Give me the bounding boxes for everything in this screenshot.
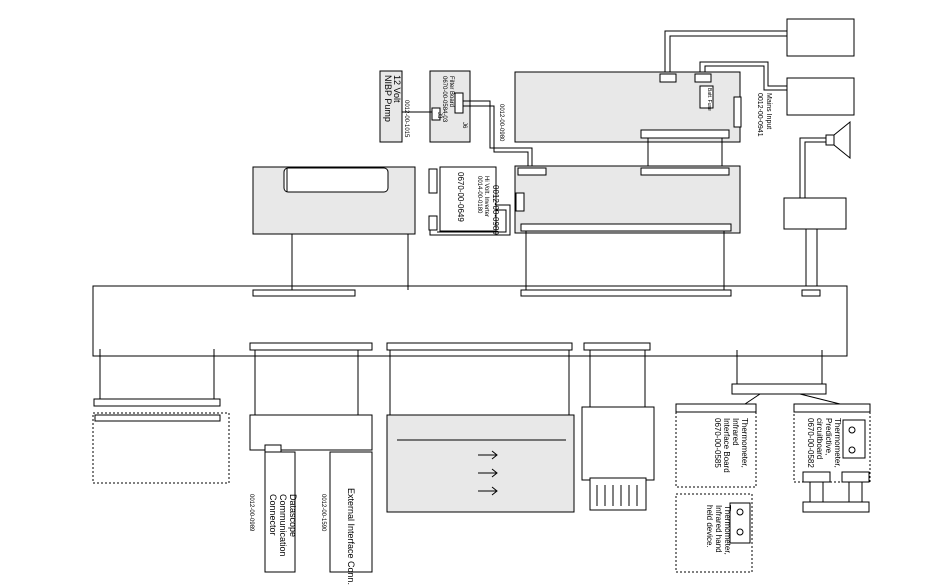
power-conn-b (694, 73, 712, 83)
inverter-box (439, 166, 497, 232)
filter-j3-conn (431, 107, 441, 121)
nibp-pump-label-1: 12 Volt (392, 75, 402, 103)
filter-board-part: 0670-00-0584-03 (441, 76, 447, 123)
recorder-box (386, 414, 575, 513)
datascope-part: 0012-00-0989 (248, 494, 254, 532)
nibp-pump-box (379, 70, 403, 143)
cpu-conn-top-2 (640, 167, 730, 176)
external-conn-label: External Interface Conn. (346, 488, 356, 585)
datascope-conn-box (264, 451, 296, 573)
thermo-pred-conn (793, 403, 871, 413)
thermo-ir-board-4: 0670-00-0585 (713, 418, 722, 468)
thermo-pred-4: 0670-00-0582 (806, 418, 815, 468)
top-right-box-1 (786, 18, 855, 57)
mains-input-part: 0012-00-0941 (756, 93, 763, 137)
thermo-pred-2: Predictive, (824, 418, 833, 455)
mains-input-label: Mains Input (765, 93, 772, 129)
thermo-ir-card (675, 403, 757, 488)
power-conn-a (659, 73, 677, 83)
inverter-conn-top (428, 168, 438, 194)
cpu-conn-left (515, 192, 525, 212)
speaker-cone (833, 120, 851, 160)
main-conn-b3 (583, 342, 651, 351)
thermo-ir-board-1: Thermometer, (740, 418, 749, 468)
wire-speaker-b (804, 141, 826, 198)
main-conn-b1 (249, 342, 373, 351)
thermo-pred-plug-1 (802, 471, 831, 483)
wire-thermo-l (744, 393, 761, 405)
thermo-handheld-dot-1 (736, 508, 744, 516)
external-conn-part: 0012-00-1590 (320, 494, 326, 532)
thermo-pred-base (802, 501, 870, 513)
hv-inverter-part: 0670-00-0649 (456, 172, 465, 222)
left-card (92, 412, 230, 484)
arrow-1 (478, 450, 498, 460)
ribbon-module (581, 406, 655, 481)
thermo-handheld-sensor (729, 502, 751, 544)
thermo-pred-dot-2 (848, 446, 856, 454)
thermo-pred-sensor (842, 419, 866, 459)
arrow-2 (478, 468, 498, 478)
top-right-box-2 (786, 77, 855, 116)
speaker-box (825, 134, 835, 146)
thermo-pred-dot-1 (848, 426, 856, 434)
thermo-ir-board-2: Infrared (731, 418, 740, 446)
wire-top-right-2 (699, 61, 787, 87)
datascope-label-2: Communication (278, 494, 288, 557)
wire-filter-cable-b (463, 105, 529, 168)
external-conn-box (329, 451, 373, 573)
wire-inverter-main (429, 204, 511, 236)
left-card-conn (93, 398, 221, 407)
ribbon-conn (589, 477, 647, 511)
cpu-board (514, 165, 741, 234)
thermo-hand-3: held device. (705, 505, 714, 548)
wire-thermo-r (799, 393, 841, 405)
main-conn-1 (252, 289, 356, 297)
left-card-strip (94, 414, 221, 422)
wire-top-right-2b (704, 65, 787, 91)
filter-j6-label: J6 (461, 122, 467, 129)
power-bottom-conn (640, 129, 730, 139)
wire-inverter-main-b (437, 209, 507, 233)
thermo-pred-3: circuitboard (815, 418, 824, 459)
right-module-box (783, 197, 847, 230)
main-conn-b2 (386, 342, 573, 351)
inverter-cable-part: 0012-00-0989 (491, 185, 500, 235)
thermo-ir-conn (675, 403, 757, 413)
datascope-label-3: Connector (268, 494, 278, 536)
nibp-pump-part: 0012-00-1015 (403, 100, 409, 138)
wire-filter-cable (463, 100, 533, 168)
mains-conn (733, 96, 742, 128)
cpu-conn-top-1 (517, 167, 547, 176)
wire-top-right-1b (669, 35, 787, 73)
filter-j6-conn (454, 92, 464, 114)
thermo-hand-1: Thermometer, (723, 505, 732, 555)
filter-cable-part: 0012-00-0980 (498, 104, 504, 142)
datascope-label-1: Datascope (288, 494, 298, 537)
main-conn-3 (801, 289, 821, 297)
thermo-hand-2: Infrared hand (714, 505, 723, 553)
nibp-pump-label-2: NIBP Pump (383, 75, 393, 122)
batt-fuse-label: Batt. Fuse (706, 88, 712, 111)
thermo-ir-board-3: Interface Board (722, 418, 731, 473)
thermo-handheld-dot-2 (736, 528, 744, 536)
thermo-conn (731, 383, 827, 395)
main-conn-2 (520, 289, 732, 297)
backlight-tube (283, 167, 389, 193)
hv-inverter-label: Hi Volt. Inverter (483, 176, 489, 217)
filter-board-label: Filter Board (448, 76, 454, 107)
comm-board (249, 414, 373, 451)
batt-fuse-box (699, 85, 714, 109)
cpu-conn-bottom (520, 223, 732, 232)
wire-top-right-1 (664, 30, 787, 73)
thermo-pred-1: Thermometer, (833, 418, 842, 468)
arrow-3 (478, 486, 498, 496)
hv-inverter-sub: 0014-00-0180 (476, 176, 482, 214)
thermo-pred-plug-2 (841, 471, 870, 483)
filter-j3-label: J3 (436, 112, 442, 119)
wire-speaker (799, 137, 826, 198)
inverter-conn (428, 215, 438, 231)
